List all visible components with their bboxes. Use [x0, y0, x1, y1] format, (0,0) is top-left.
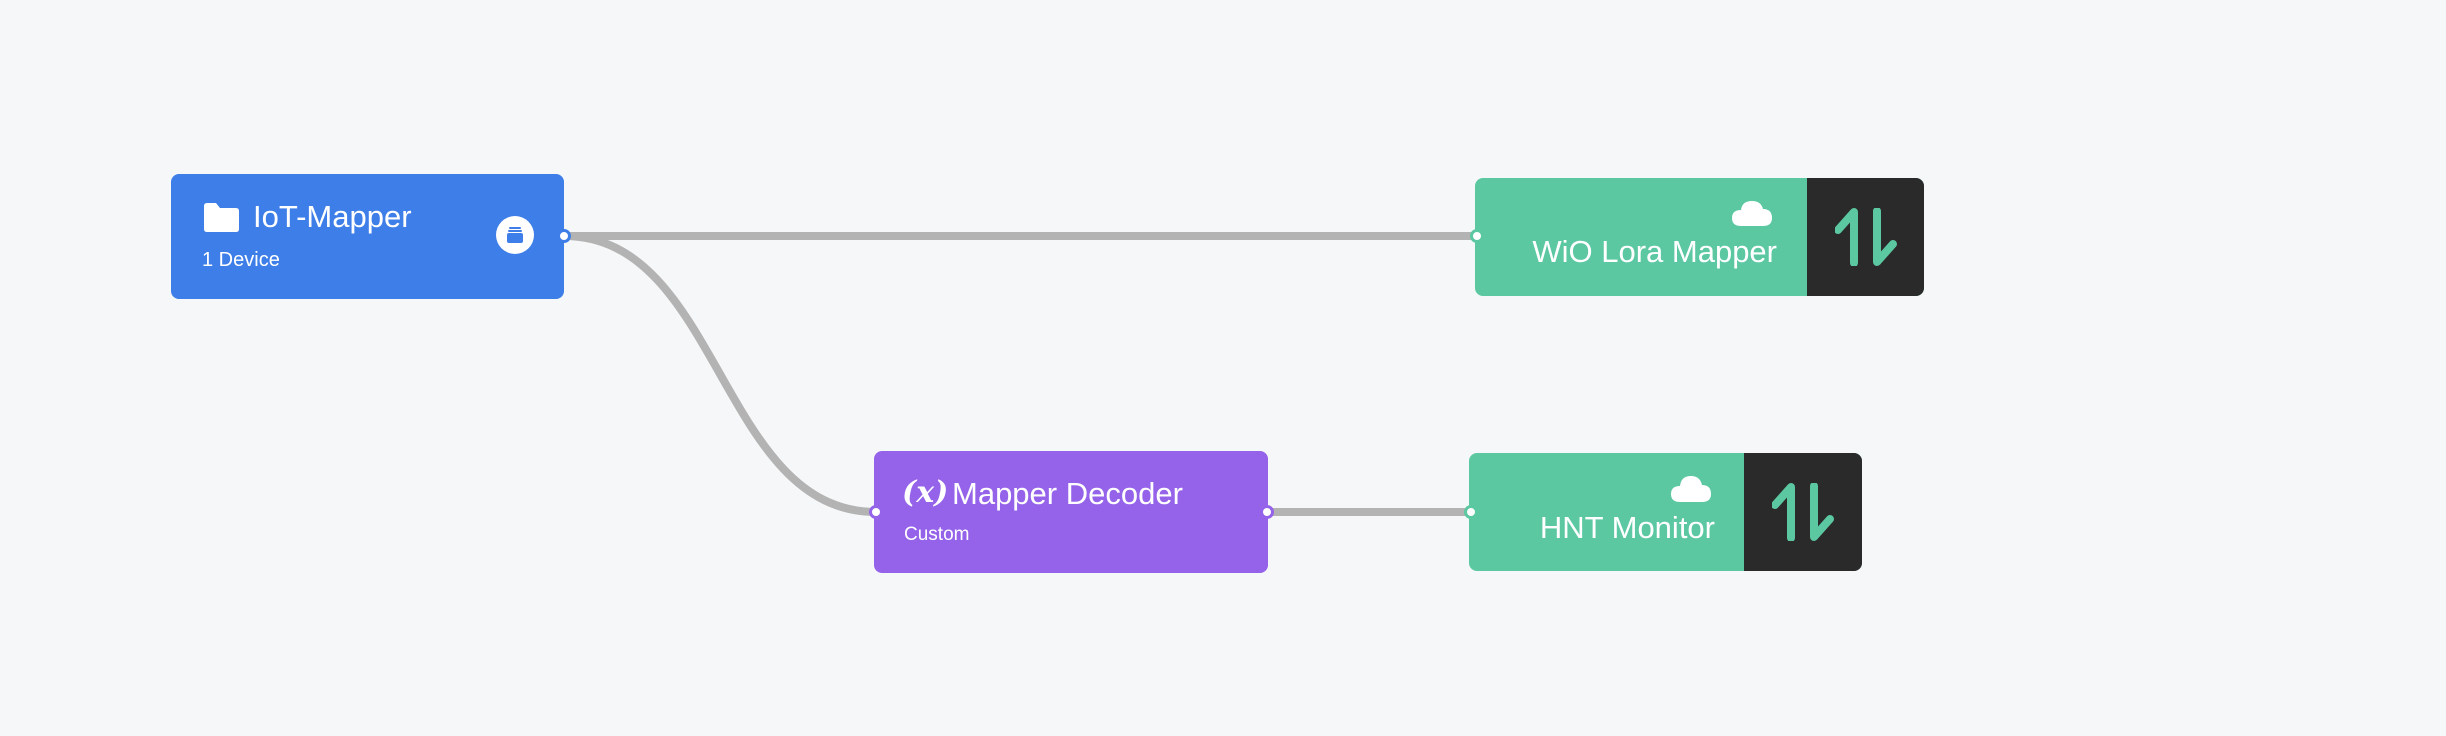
device-icon: [507, 227, 523, 243]
integration-main: HNT Monitor: [1464, 453, 1744, 571]
integration-main: WiO Lora Mapper: [1470, 178, 1807, 296]
function-node-input-port[interactable]: [869, 505, 883, 519]
function-icon: (x): [902, 475, 949, 510]
integration-badge: [1807, 178, 1924, 296]
label-node-title: IoT-Mapper: [253, 199, 412, 234]
up-down-arrows-icon: [1834, 208, 1897, 266]
cloud-icon: [1671, 476, 1711, 502]
folder-icon: [204, 203, 239, 232]
device-button[interactable]: [496, 216, 534, 254]
function-node-mapper-decoder[interactable]: (x) Mapper Decoder Custom: [869, 451, 1274, 573]
integration-title: HNT Monitor: [1539, 510, 1715, 545]
function-node-subtitle: Custom: [904, 524, 970, 545]
integration-input-port[interactable]: [1464, 505, 1478, 519]
integration-node-wio-lora-mapper[interactable]: WiO Lora Mapper: [1470, 178, 1924, 296]
cloud-icon: [1732, 201, 1772, 226]
function-node-title: Mapper Decoder: [952, 476, 1183, 511]
label-node-output-port[interactable]: [557, 229, 571, 243]
integration-node-hnt-monitor[interactable]: HNT Monitor: [1464, 453, 1862, 571]
label-node-iot-mapper[interactable]: IoT-Mapper 1 Device: [171, 174, 571, 299]
integration-input-port[interactable]: [1470, 229, 1484, 243]
function-node-output-port[interactable]: [1260, 505, 1274, 519]
label-node-subtitle: 1 Device: [202, 249, 280, 271]
integration-title: WiO Lora Mapper: [1532, 234, 1777, 269]
up-down-arrows-icon: [1772, 483, 1834, 541]
edge-iot-to-decoder[interactable]: [563, 232, 877, 516]
integration-badge: [1744, 453, 1862, 571]
